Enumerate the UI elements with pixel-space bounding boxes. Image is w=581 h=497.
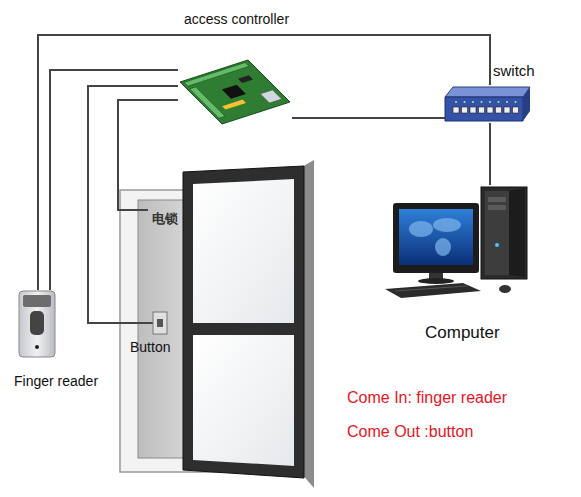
map-shape	[433, 218, 461, 232]
map-shape	[435, 238, 451, 256]
pc-tower	[481, 187, 527, 279]
switch-port	[479, 107, 485, 113]
chip	[222, 85, 246, 99]
component	[222, 100, 246, 110]
node-label: Button	[130, 340, 170, 355]
terminal-block	[184, 63, 249, 87]
switch-port	[513, 107, 519, 113]
door-glass	[193, 179, 294, 323]
switch-led	[489, 101, 491, 103]
switch-port	[470, 107, 476, 113]
keyboard	[385, 283, 481, 298]
ethernet-jack	[260, 90, 281, 103]
button-plate	[153, 312, 167, 334]
exit-button: Button	[153, 312, 167, 334]
switch-side	[523, 87, 530, 121]
monitor-bezel	[393, 203, 479, 273]
monitor-base	[418, 278, 454, 284]
pcb-components	[183, 63, 281, 120]
node-shape	[18, 290, 56, 358]
door-glass	[193, 335, 294, 466]
monitor-screen	[399, 209, 473, 265]
node-label: switch	[493, 63, 535, 80]
switch-port	[462, 107, 468, 113]
drive-bay	[488, 205, 506, 210]
terminal-block	[190, 87, 226, 118]
electric-lock: 电锁	[148, 206, 188, 232]
switch-top	[445, 87, 530, 97]
note-text: Come Out :button	[347, 423, 473, 441]
wire-connector	[292, 117, 445, 119]
pc-tower-front	[485, 191, 509, 275]
switch-led	[481, 101, 483, 103]
wire-connector	[118, 100, 178, 210]
pc-tower-side	[509, 188, 525, 277]
switch-led	[506, 101, 508, 103]
mouse	[499, 285, 511, 293]
note-text: Come In: finger reader	[347, 389, 507, 407]
switch-led	[472, 101, 474, 103]
wire-connector	[88, 86, 178, 323]
wire-connector	[38, 35, 490, 290]
node-label: Computer	[425, 324, 500, 343]
network-switch: switch	[445, 85, 530, 123]
switch-front	[445, 97, 523, 121]
switch-port	[496, 107, 502, 113]
node-label: 电锁	[152, 212, 178, 226]
button-key	[157, 319, 163, 327]
reader-display	[23, 295, 51, 307]
finger-reader: Finger reader	[18, 290, 56, 358]
switch-port	[453, 107, 459, 113]
pcb-board	[180, 60, 290, 124]
node-label: Finger reader	[14, 374, 98, 389]
node-shape	[178, 58, 292, 126]
wire-connector	[489, 123, 491, 185]
reader-body	[19, 291, 55, 357]
keyboard-keys	[395, 286, 467, 291]
computer: Computer	[385, 185, 530, 300]
switch-led	[464, 101, 466, 103]
node-shape	[153, 312, 167, 334]
switch-led	[455, 101, 457, 103]
switch-port	[504, 107, 510, 113]
node-shape	[445, 85, 530, 123]
chip	[238, 75, 253, 83]
node-shape	[385, 185, 530, 300]
node-label: access controller	[184, 12, 289, 27]
map-shape	[409, 221, 433, 237]
fingerprint-sensor	[30, 311, 44, 335]
switch-led	[498, 101, 500, 103]
switch-led	[515, 101, 517, 103]
wire-connector	[50, 70, 178, 290]
switch-port	[487, 107, 493, 113]
reader-light	[35, 345, 39, 349]
drive-bay	[488, 197, 506, 202]
power-light	[495, 243, 499, 247]
controller-board: access controller	[178, 58, 292, 126]
door-leaf	[183, 166, 304, 478]
